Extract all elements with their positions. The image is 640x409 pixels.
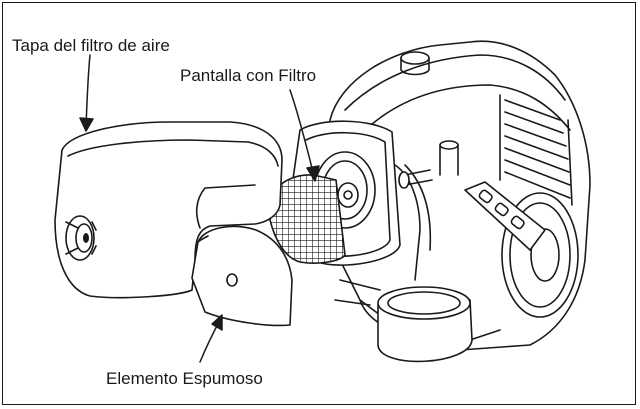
carburetor-throat — [337, 182, 359, 208]
label-filter-screen: Pantalla con Filtro — [180, 66, 317, 85]
fuel-cap — [400, 51, 430, 65]
starter-handle — [464, 181, 546, 251]
label-foam-element: Elemento Espumoso — [106, 369, 263, 388]
fuel-bowl — [377, 286, 473, 363]
cover-arrow — [85, 54, 91, 128]
screen-arrow — [289, 89, 315, 177]
cooling-fins — [499, 94, 573, 206]
air-filter-cover — [54, 121, 283, 299]
callout-arrows — [79, 54, 320, 363]
label-air-filter-cover: Tapa del filtro de aire — [12, 36, 170, 55]
cover-knob — [65, 215, 97, 261]
foam-hole — [226, 273, 238, 287]
engine-body — [324, 40, 591, 363]
wire-mesh — [269, 174, 346, 264]
foam-element — [191, 225, 293, 327]
filter-screen — [269, 120, 433, 266]
